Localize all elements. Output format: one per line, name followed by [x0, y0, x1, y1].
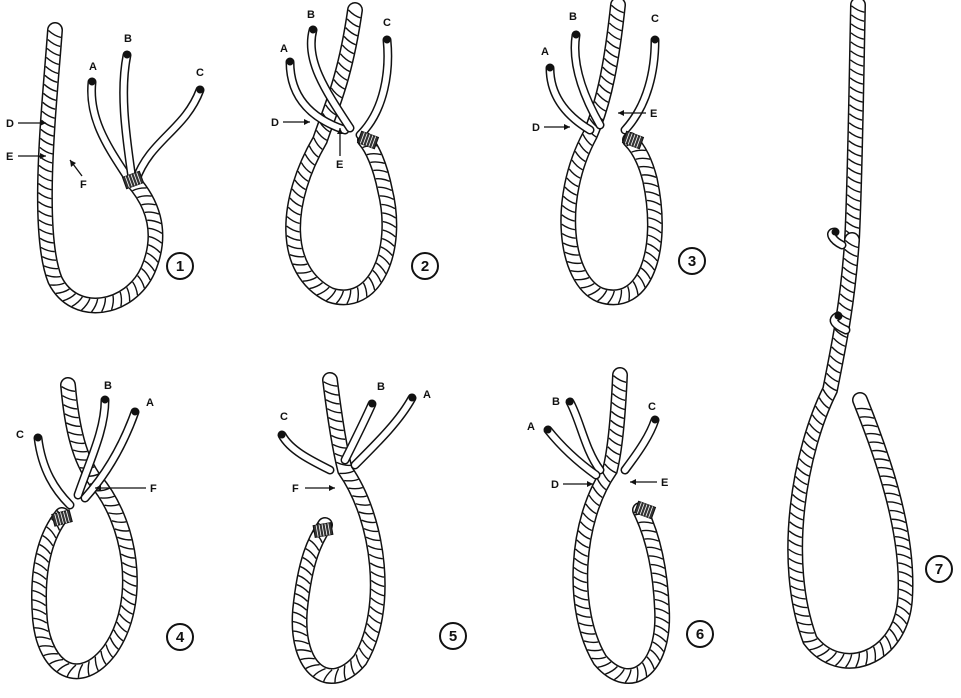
point-label-e: E — [6, 151, 13, 163]
point-label-e: E — [650, 108, 657, 120]
step-number-4: 4 — [176, 629, 185, 646]
step-number-6: 6 — [696, 626, 704, 643]
strand-label-c: C — [651, 13, 659, 25]
strand-label-c: C — [280, 411, 288, 423]
strand-label-a: A — [89, 61, 97, 73]
step-3-panel: A B C D E 3 — [532, 5, 705, 304]
rope-main — [287, 10, 396, 304]
strand-label-a: A — [541, 46, 549, 58]
point-label-f: F — [150, 483, 157, 495]
strand-label-c: C — [16, 429, 24, 441]
strand-label-b: B — [124, 33, 132, 45]
strand-b — [573, 32, 601, 126]
step-number-1: 1 — [176, 258, 184, 275]
step-7-panel: 7 — [789, 5, 952, 667]
rope-main — [293, 380, 384, 682]
point-label-d: D — [551, 479, 559, 491]
point-label-e: E — [336, 159, 343, 171]
point-label-d: D — [271, 117, 279, 129]
strand-label-a: A — [527, 421, 535, 433]
point-label-d: D — [532, 122, 540, 134]
tuck-1 — [831, 229, 842, 246]
whipping — [313, 523, 333, 538]
strand-label-c: C — [196, 67, 204, 79]
strand-c — [136, 87, 204, 181]
rope-splice — [789, 240, 912, 667]
point-label-d: D — [6, 118, 14, 130]
strand-label-b: B — [552, 396, 560, 408]
strand-label-a: A — [280, 43, 288, 55]
strand-c — [360, 37, 391, 136]
strand-label-b: B — [569, 11, 577, 23]
step-2-panel: A B C D E 2 — [271, 9, 438, 304]
strand-c — [279, 432, 331, 471]
step-number-2: 2 — [421, 258, 429, 275]
strand-label-b: B — [307, 9, 315, 21]
strand-c — [35, 435, 71, 506]
point-label-f: F — [80, 179, 87, 191]
strand-c — [625, 417, 659, 471]
step-number-5: 5 — [449, 628, 457, 645]
step-4-panel: C B A F 4 — [16, 380, 193, 678]
strand-label-a: A — [146, 397, 154, 409]
rope-main — [33, 385, 137, 678]
step-number-7: 7 — [935, 561, 943, 578]
strand-b — [124, 52, 133, 179]
strand-label-b: B — [377, 381, 385, 393]
strand-label-a: A — [423, 389, 431, 401]
step-number-3: 3 — [688, 253, 696, 270]
step-6-panel: B C A D E 6 — [527, 375, 713, 683]
rope-standing-part — [846, 5, 864, 240]
strand-label-c: C — [383, 17, 391, 29]
strand-label-b: B — [104, 380, 112, 392]
point-label-e: E — [661, 477, 668, 489]
step-5-panel: C B A F 5 — [279, 380, 467, 682]
step-1-panel: A B C D E F 1 — [6, 30, 204, 312]
point-label-f: F — [292, 483, 299, 495]
strand-label-c: C — [648, 401, 656, 413]
